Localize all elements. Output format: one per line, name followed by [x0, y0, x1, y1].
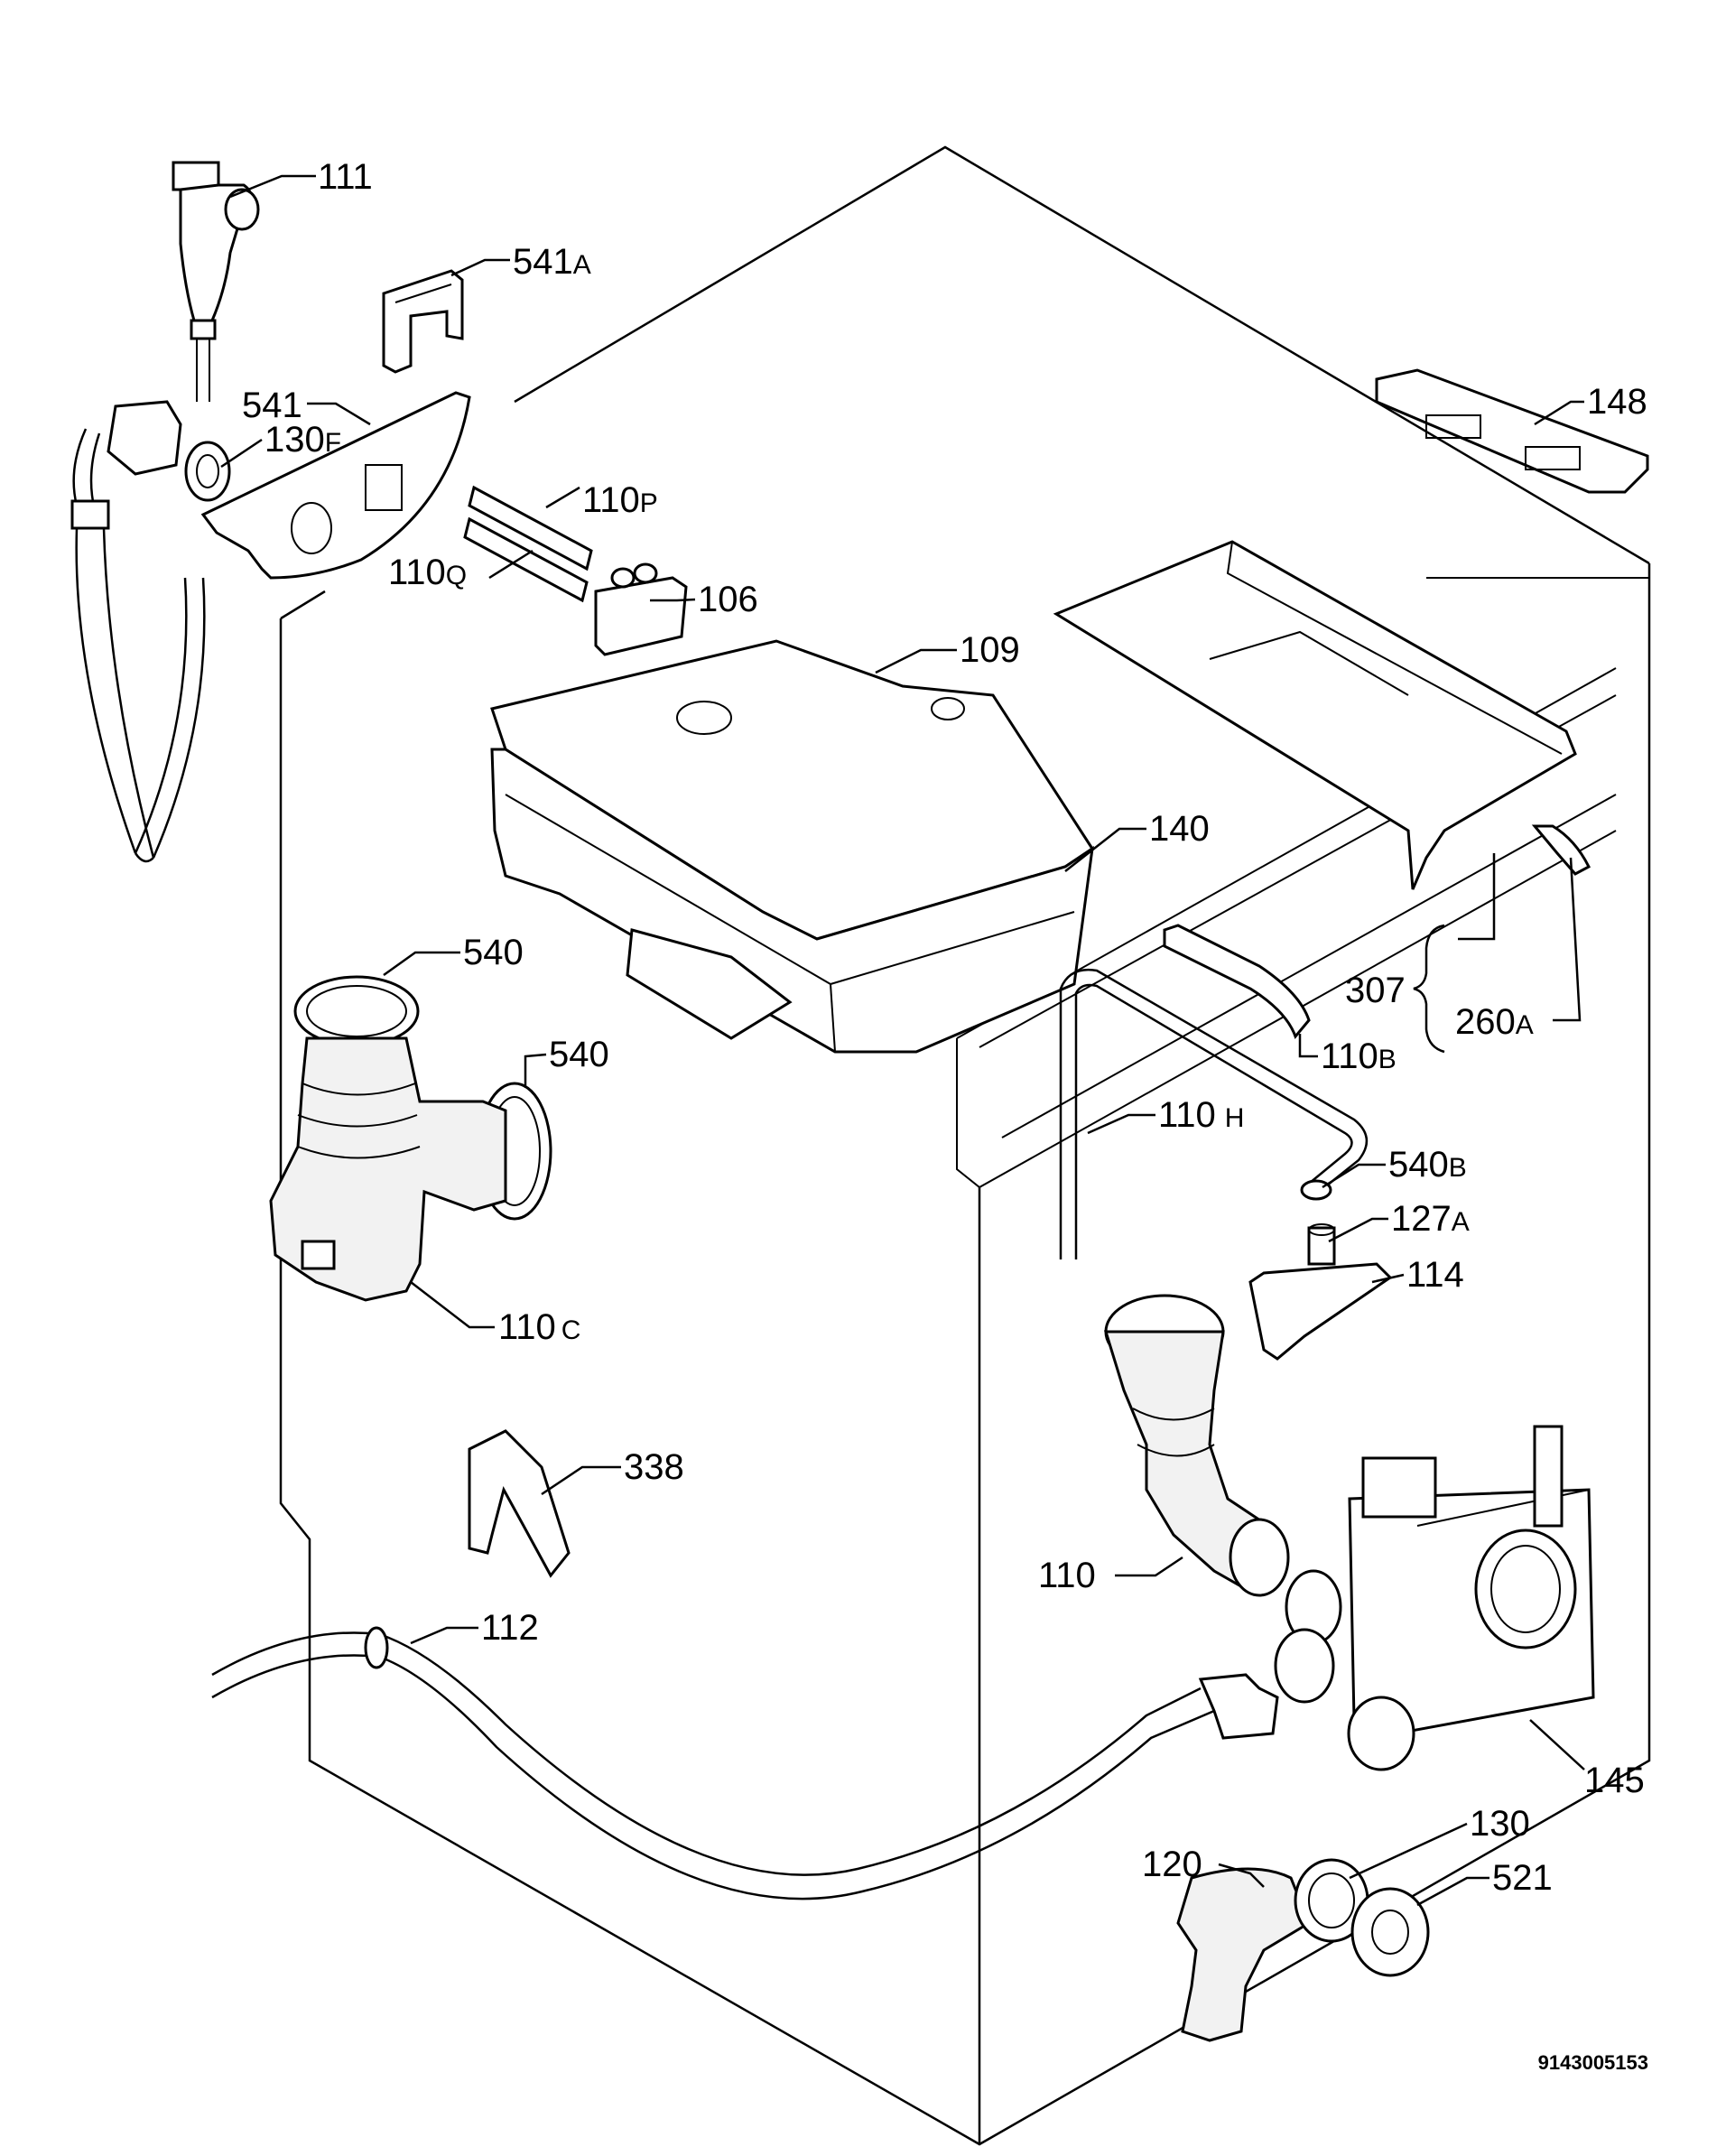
callout-541A: 541A: [513, 242, 591, 282]
part-130F-nut: [184, 441, 231, 502]
callout-labels: 111 541A 541 130F 110P 110Q 106 109 148 …: [242, 157, 1647, 1898]
part-110C-bellows: [269, 1036, 507, 1302]
callout-114: 114: [1406, 1255, 1464, 1295]
callout-148: 148: [1587, 382, 1647, 422]
callout-127A: 127A: [1391, 1199, 1470, 1239]
part-148-cover: [1375, 368, 1649, 494]
part-541A-clip: [382, 269, 464, 374]
brace-307: [1413, 924, 1445, 1054]
part-307-detergent-drawer: [1053, 540, 1577, 890]
part-112-drain-hose: [211, 1626, 1279, 1900]
callout-260A: 260A: [1455, 1002, 1534, 1042]
part-fill-hose: [70, 400, 206, 863]
part-540-clamp-ring: [293, 975, 420, 1047]
callout-140: 140: [1149, 809, 1210, 849]
callout-145: 145: [1584, 1761, 1645, 1800]
callout-110: 110: [1038, 1556, 1096, 1595]
part-140-dispenser-housing: [490, 748, 1094, 1054]
part-521-cap: [1350, 1887, 1430, 1977]
part-145-drain-pump: [1274, 1425, 1595, 1771]
callout-109: 109: [960, 630, 1020, 670]
callout-120: 120: [1142, 1845, 1202, 1884]
part-110H-hose: [1059, 968, 1368, 1259]
callout-110Q: 110Q: [388, 553, 467, 592]
leader-lines: [220, 174, 1585, 1907]
part-541-bracket: [200, 391, 471, 580]
part-110P-hose: [468, 485, 593, 572]
callout-541: 541: [242, 386, 302, 425]
callout-130F: 130F: [264, 420, 341, 460]
part-110B-hose: [1163, 924, 1311, 1039]
part-110Q-hose: [463, 516, 589, 603]
drawing-code: 9143005153: [1538, 2051, 1648, 2074]
callout-130: 130: [1470, 1804, 1530, 1844]
part-338-hose-clip: [468, 1429, 571, 1578]
cabinet-outline: [279, 145, 1651, 2146]
callout-540-top: 540: [463, 933, 524, 972]
callout-338: 338: [624, 1447, 684, 1487]
callout-540-clamp: 540: [549, 1035, 609, 1074]
part-114-bracket: [1248, 1262, 1393, 1361]
part-120-filter: [1176, 1867, 1311, 2042]
part-110-bellows: [1103, 1294, 1290, 1597]
part-130-seal: [1294, 1858, 1369, 1943]
callout-521: 521: [1492, 1858, 1553, 1898]
part-127A-connector: [1307, 1223, 1336, 1266]
callout-111: 111: [318, 157, 373, 197]
part-106-valve-block: [594, 562, 688, 656]
callout-540B: 540B: [1388, 1145, 1467, 1185]
callout-106: 106: [698, 580, 758, 619]
callout-112: 112: [481, 1608, 539, 1648]
callout-110P: 110P: [582, 480, 658, 520]
part-260A-lever: [1531, 824, 1591, 876]
callout-307: 307: [1345, 971, 1406, 1010]
callout-110B: 110B: [1321, 1036, 1397, 1076]
part-111-inlet-valve: [172, 161, 260, 402]
